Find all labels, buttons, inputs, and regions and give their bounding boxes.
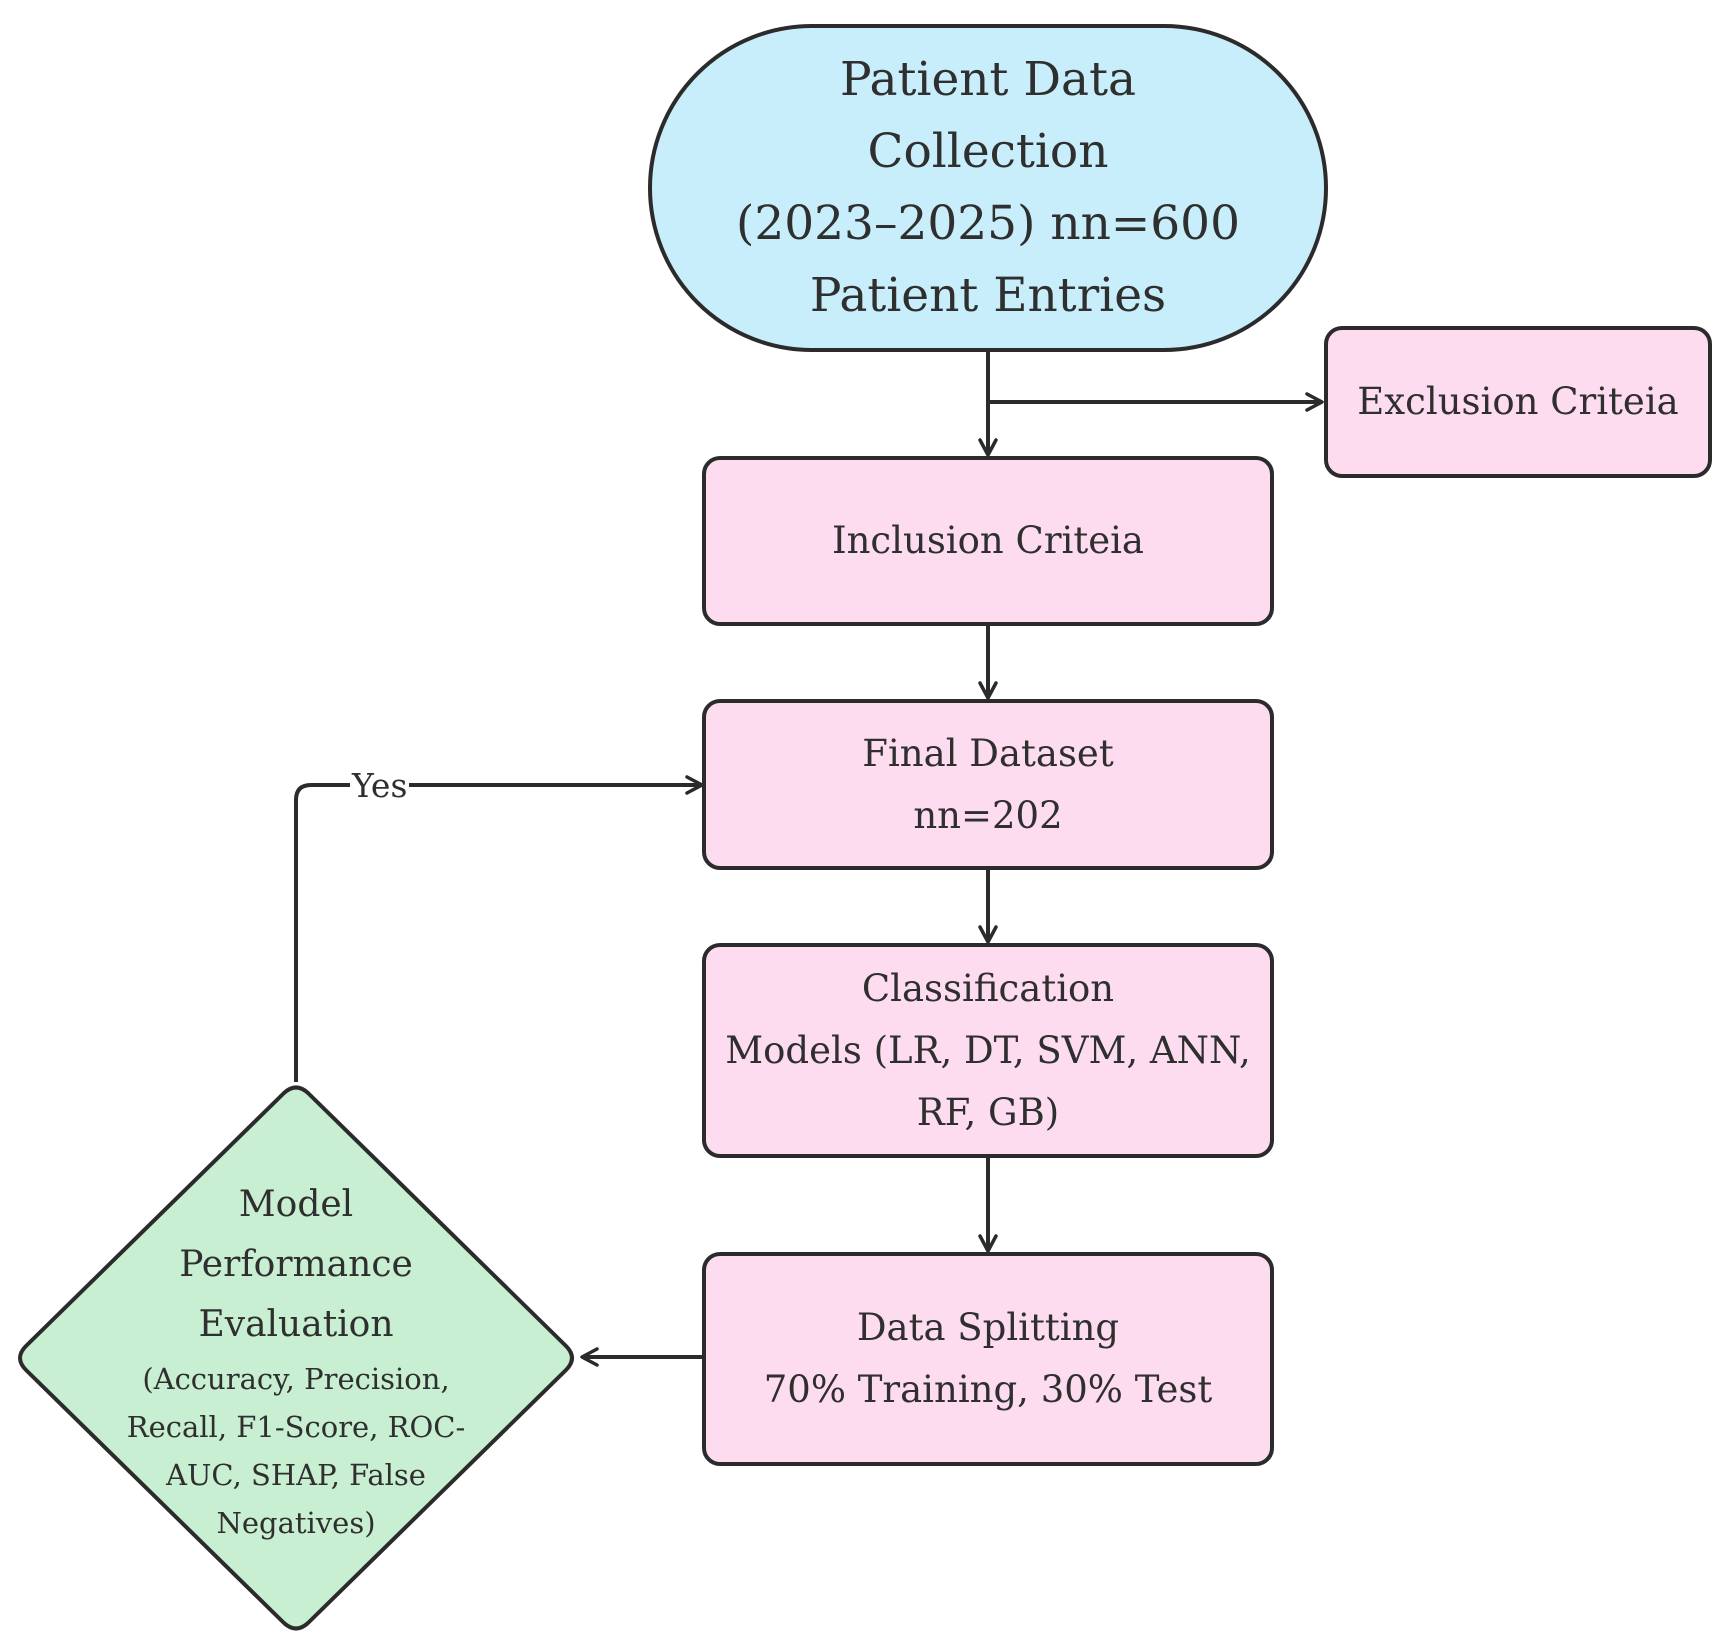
yes-edge-label: Yes	[350, 766, 410, 806]
classification-models-line: Classification	[861, 966, 1115, 1010]
data-splitting-line: 70% Training, 30% Test	[763, 1368, 1213, 1411]
classification-models-line: Models (LR, DT, SVM, ANN,	[725, 1028, 1251, 1072]
inclusion-criteria-label: Inclusion Criteia	[831, 519, 1144, 562]
inclusion-criteria-node: Inclusion Criteia	[702, 456, 1274, 626]
final-dataset-node: Final Dataset nn=202	[702, 699, 1274, 870]
start-node-line: Collection	[867, 124, 1109, 179]
exclusion-criteria-node: Exclusion Criteia	[1324, 326, 1712, 478]
data-splitting-node: Data Splitting 70% Training, 30% Test	[702, 1252, 1274, 1466]
evaluation-detail-line: Recall, F1-Score, ROC-	[126, 1410, 466, 1444]
evaluation-title-line: Model	[238, 1184, 354, 1225]
start-node-line: Patient Entries	[809, 268, 1167, 323]
edge-evaluation-to-final-yes	[294, 775, 704, 1082]
evaluation-detail-line: (Accuracy, Precision,	[142, 1362, 450, 1396]
evaluation-diamond-shape	[18, 1085, 574, 1631]
classification-models-line: RF, GB)	[916, 1090, 1060, 1134]
start-node-line: Patient Data	[840, 52, 1136, 107]
final-dataset-line: nn=202	[913, 793, 1063, 837]
model-evaluation-decision: Model Performance Evaluation (Accuracy, …	[96, 1175, 496, 1555]
exclusion-criteria-label: Exclusion Criteia	[1357, 380, 1679, 423]
classification-models-node: Classification Models (LR, DT, SVM, ANN,…	[702, 943, 1274, 1158]
evaluation-detail-line: Negatives)	[216, 1506, 376, 1540]
evaluation-title-line: Evaluation	[198, 1304, 394, 1345]
evaluation-detail-line: AUC, SHAP, False	[166, 1458, 426, 1492]
start-node-patient-data: Patient Data Collection (2023–2025) nn=6…	[648, 24, 1328, 352]
data-splitting-line: Data Splitting	[856, 1306, 1120, 1349]
start-node-line: (2023–2025) nn=600	[736, 196, 1240, 251]
evaluation-title-line: Performance	[179, 1244, 413, 1285]
final-dataset-line: Final Dataset	[862, 731, 1114, 775]
